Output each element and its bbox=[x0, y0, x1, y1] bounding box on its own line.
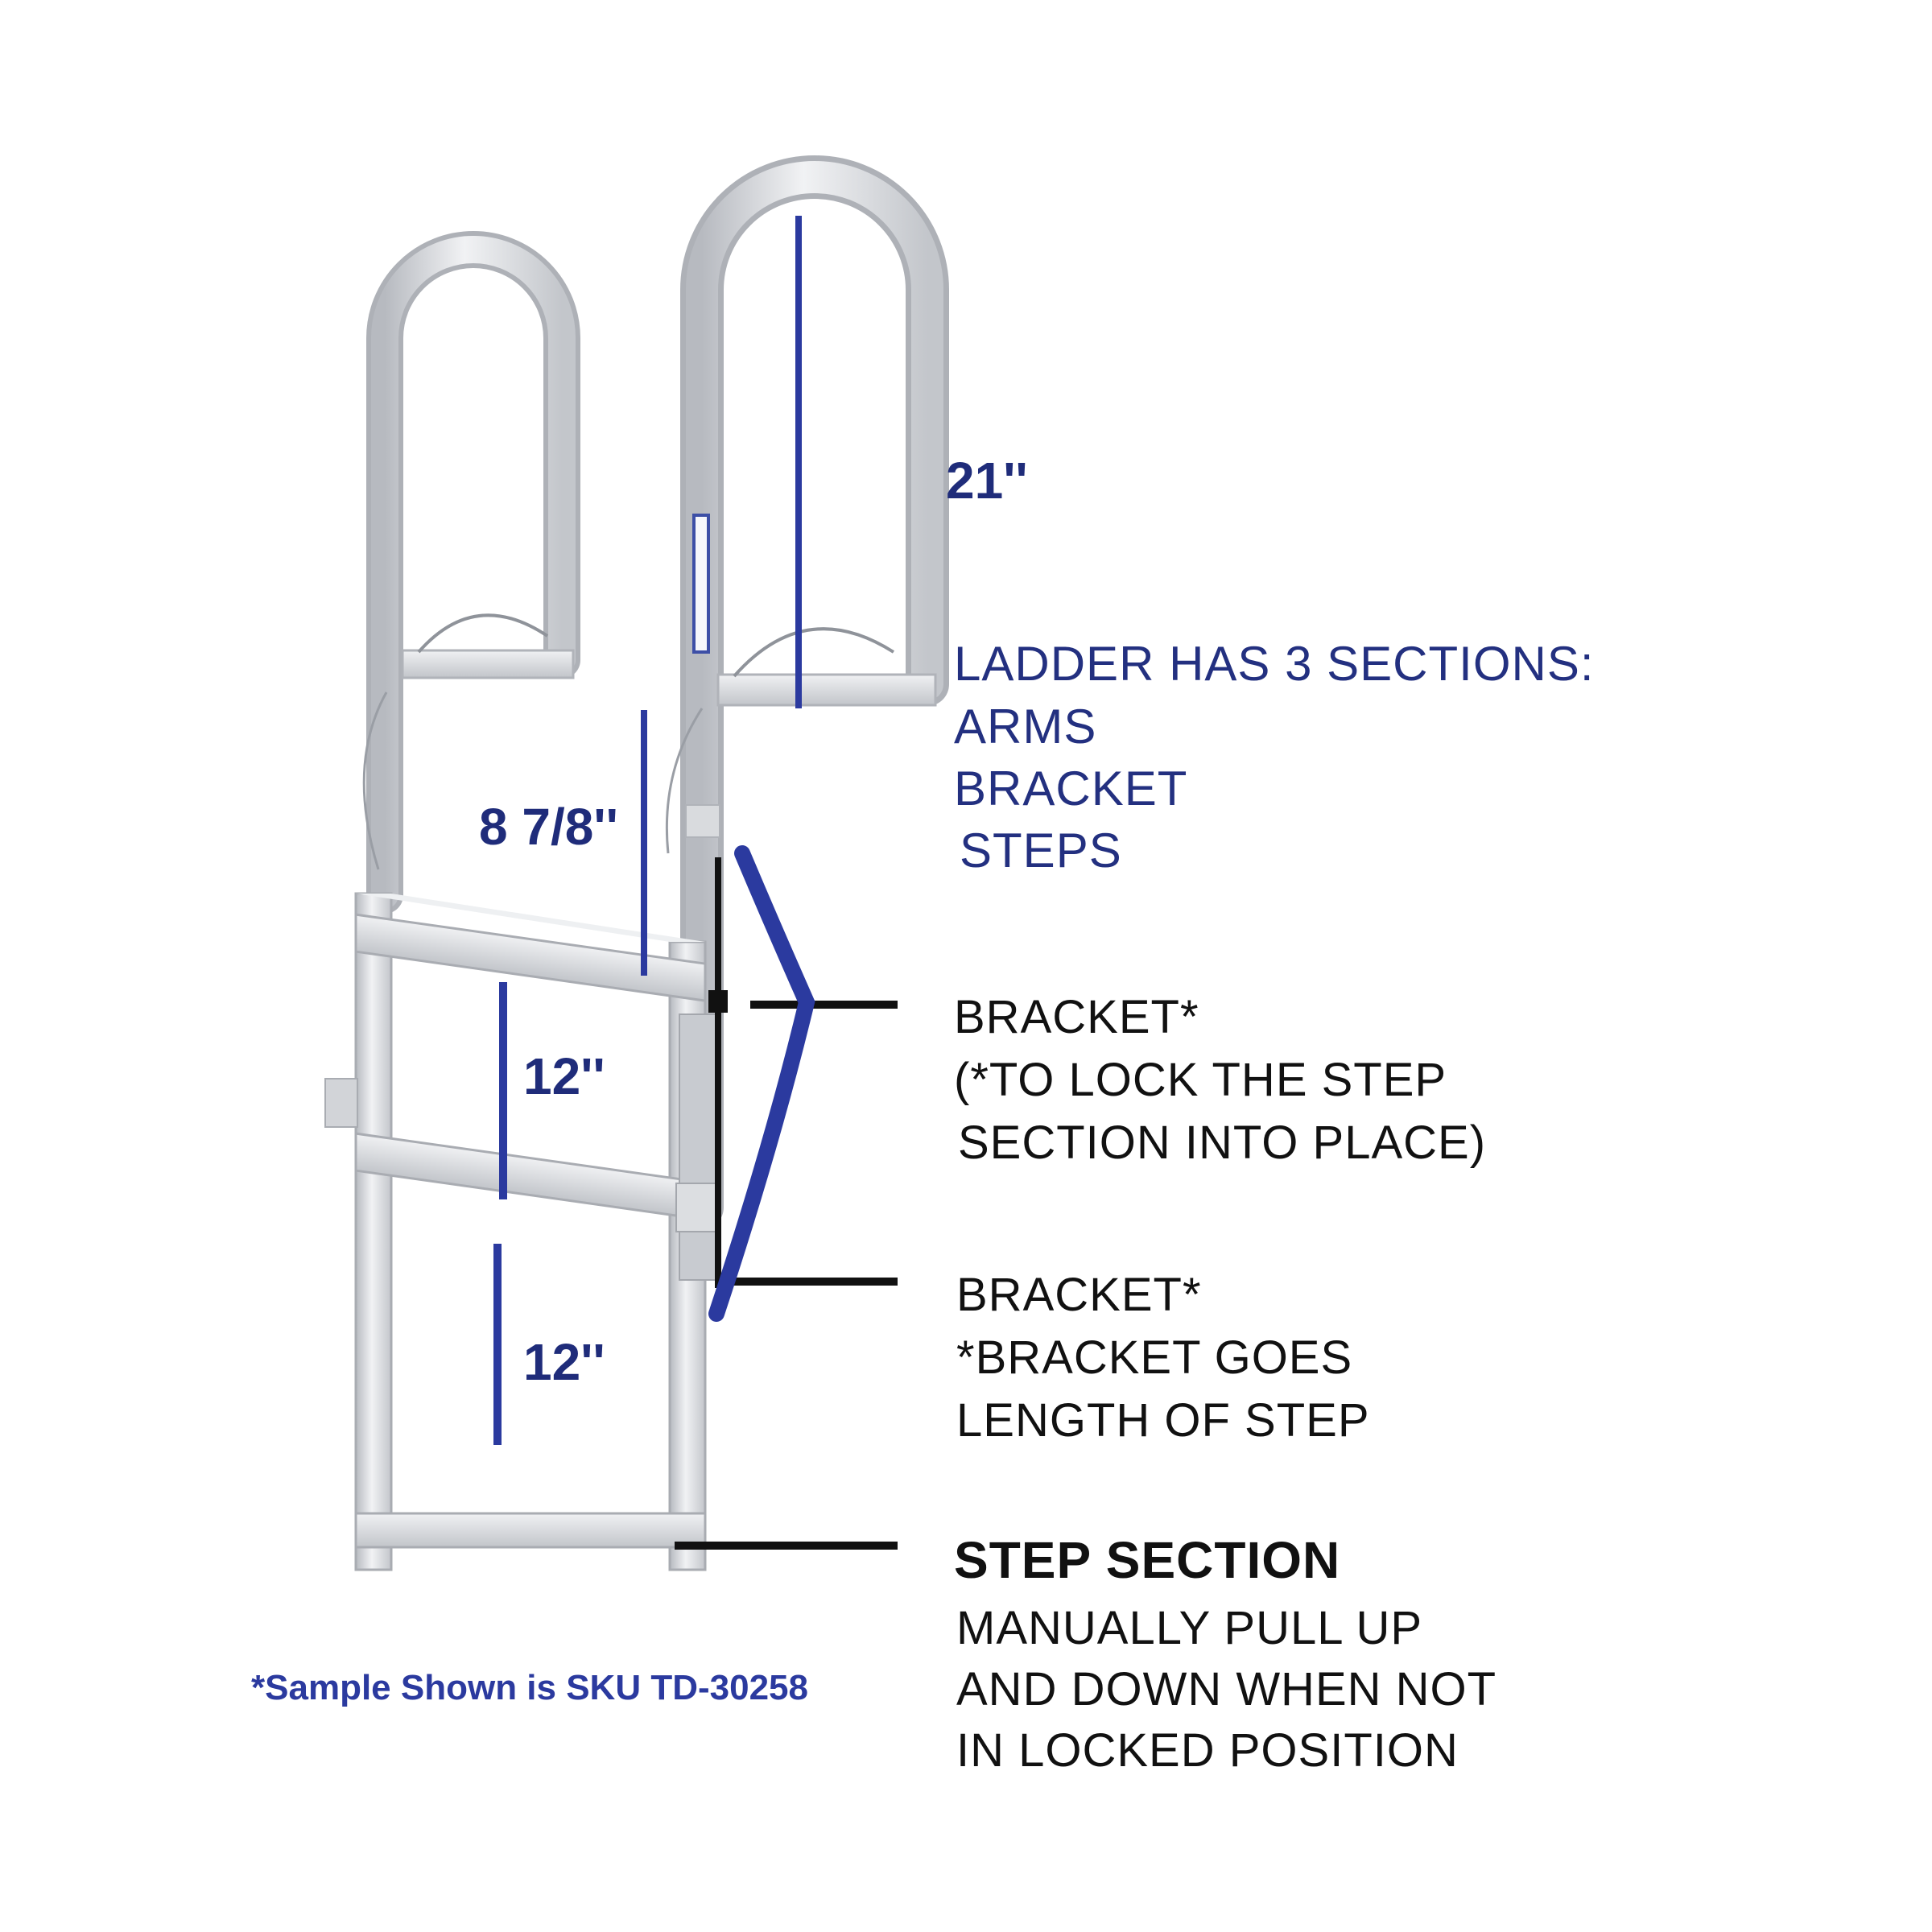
arm-sticker bbox=[692, 514, 710, 654]
right-arm-cable bbox=[733, 627, 895, 678]
section-item-bracket: BRACKET bbox=[954, 762, 1188, 815]
left-arm bbox=[362, 231, 580, 914]
callout-step-section-heading: STEP SECTION bbox=[954, 1531, 1341, 1589]
sku-note: *Sample Shown is SKU TD-30258 bbox=[251, 1668, 808, 1707]
callout-bracket-top-line1: BRACKET* bbox=[954, 991, 1199, 1043]
dim-label-bracket: 8 7/8'' bbox=[479, 798, 618, 856]
step-middle bbox=[354, 1132, 707, 1221]
left-arm-cable bbox=[417, 613, 549, 654]
bracket-plate bbox=[679, 1013, 717, 1281]
callout-step-section-line1: MANUALLY PULL UP bbox=[956, 1602, 1423, 1654]
callout-bracket-top-line3: SECTION INTO PLACE) bbox=[958, 1117, 1487, 1169]
step-top bbox=[356, 894, 705, 942]
bracket-arc bbox=[708, 845, 815, 1322]
right-arm-crossbar bbox=[716, 673, 937, 707]
callout-bracket-bottom-line3: LENGTH OF STEP bbox=[956, 1394, 1370, 1447]
callout-bracket-bottom-line2: *BRACKET GOES bbox=[956, 1331, 1353, 1384]
dim-label-step2: 12'' bbox=[523, 1333, 605, 1391]
section-item-steps: STEPS bbox=[960, 824, 1122, 877]
sections-title: LADDER HAS 3 SECTIONS: bbox=[954, 637, 1595, 691]
callout-step-section-line3: IN LOCKED POSITION bbox=[956, 1724, 1459, 1777]
dim-label-arms: 21'' bbox=[946, 452, 1028, 510]
section-item-arms: ARMS bbox=[954, 700, 1097, 753]
bracket-indicator bbox=[675, 857, 898, 1550]
callout-bracket-bottom-line1: BRACKET* bbox=[956, 1269, 1202, 1321]
step-section-frame bbox=[324, 892, 717, 1571]
dim-label-step1: 12'' bbox=[523, 1047, 605, 1105]
callout-step-section-line2: AND DOWN WHEN NOT bbox=[956, 1663, 1497, 1715]
callout-bracket-top-line2: (*TO LOCK THE STEP bbox=[954, 1054, 1447, 1106]
right-arm bbox=[665, 155, 949, 1229]
step-bottom bbox=[354, 1512, 707, 1549]
left-arm-crossbar bbox=[401, 649, 575, 679]
